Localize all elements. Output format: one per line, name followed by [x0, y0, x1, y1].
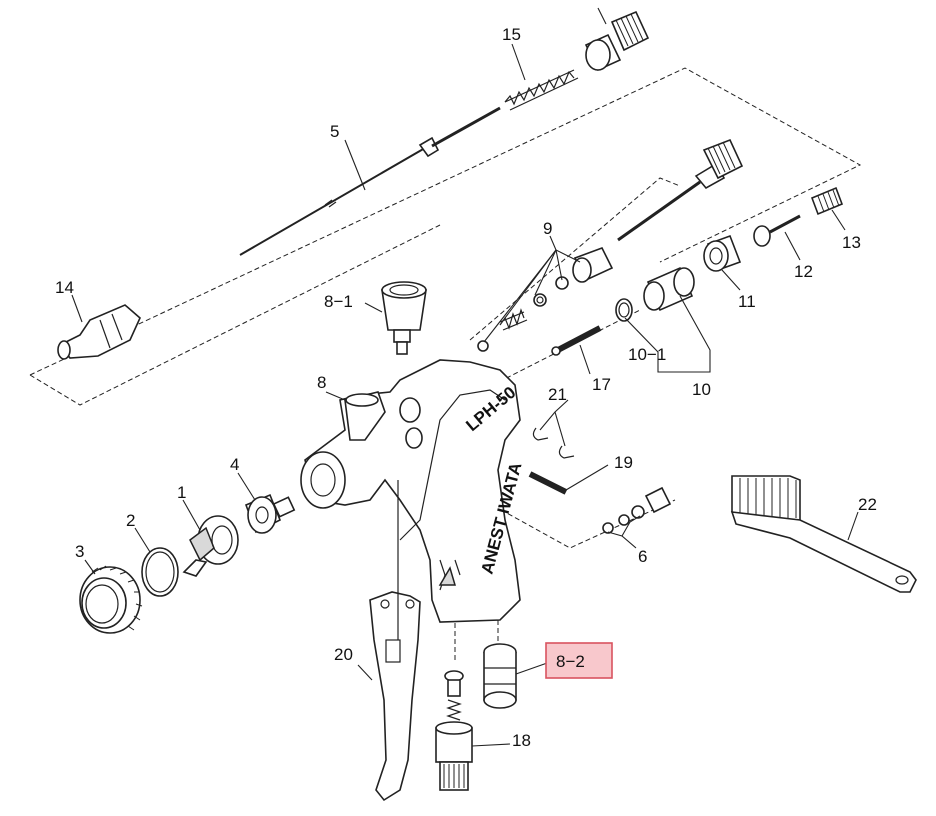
part-20-trigger — [369, 480, 421, 802]
part-18-air-valve — [435, 670, 473, 791]
label-part-19: 19 — [614, 453, 633, 472]
label-part-15: 15 — [502, 25, 521, 44]
label-part-3: 3 — [75, 542, 84, 561]
label-part-20: 20 — [334, 645, 353, 664]
part-22-brush — [730, 475, 917, 593]
label-part-10-1: 10−1 — [628, 345, 666, 364]
part-8-2-fitting — [483, 643, 517, 709]
part-12-valve-shaft — [753, 214, 801, 247]
label-part-4: 4 — [230, 455, 239, 474]
part-4-fluid-nozzle — [244, 493, 296, 534]
label-part-8: 8 — [317, 373, 326, 392]
part-15-spring — [504, 69, 579, 111]
part-17-pin — [551, 325, 602, 356]
part-number-labels: 1 2 3 4 5 6 8 8−1 8−2 9 10 10−1 11 12 13… — [55, 25, 877, 750]
label-part-12: 12 — [794, 262, 813, 281]
part-6-small-parts — [602, 486, 672, 534]
part-8-1-fitting — [381, 281, 427, 355]
part-19-trigger-pin — [528, 471, 568, 495]
part-3-air-cap-ring — [79, 565, 143, 634]
highlight-box-8-2 — [545, 642, 613, 679]
label-part-8-1: 8−1 — [324, 292, 353, 311]
part-10-air-valve — [615, 266, 695, 322]
label-part-5: 5 — [330, 122, 339, 141]
label-part-22: 22 — [858, 495, 877, 514]
part-21-clips — [532, 427, 575, 459]
leader-lines — [71, 43, 859, 747]
label-part-21: 21 — [548, 385, 567, 404]
label-part-9: 9 — [543, 219, 552, 238]
label-part-10: 10 — [692, 380, 711, 399]
part-2-o-ring — [141, 547, 179, 597]
label-part-1: 1 — [177, 483, 186, 502]
label-part-14: 14 — [55, 278, 74, 297]
label-part-17: 17 — [592, 375, 611, 394]
needle-adjusting-knob — [584, 7, 650, 72]
gun-body: ANEST IWATA LPH-50 — [300, 359, 526, 623]
part-14-adapter — [57, 304, 141, 360]
label-part-8-2: 8−2 — [556, 652, 585, 671]
part-5-needle — [239, 106, 501, 256]
label-part-13: 13 — [842, 233, 861, 252]
part-9-packing — [477, 247, 614, 352]
label-part-11: 11 — [738, 292, 756, 311]
label-part-6: 6 — [638, 547, 647, 566]
part-11-valve-seat — [703, 234, 742, 272]
part-1-nozzle — [182, 515, 239, 577]
part-13-spring — [810, 186, 844, 216]
label-part-2: 2 — [126, 511, 135, 530]
label-part-18: 18 — [512, 731, 531, 750]
air-valve-stem — [617, 138, 744, 242]
